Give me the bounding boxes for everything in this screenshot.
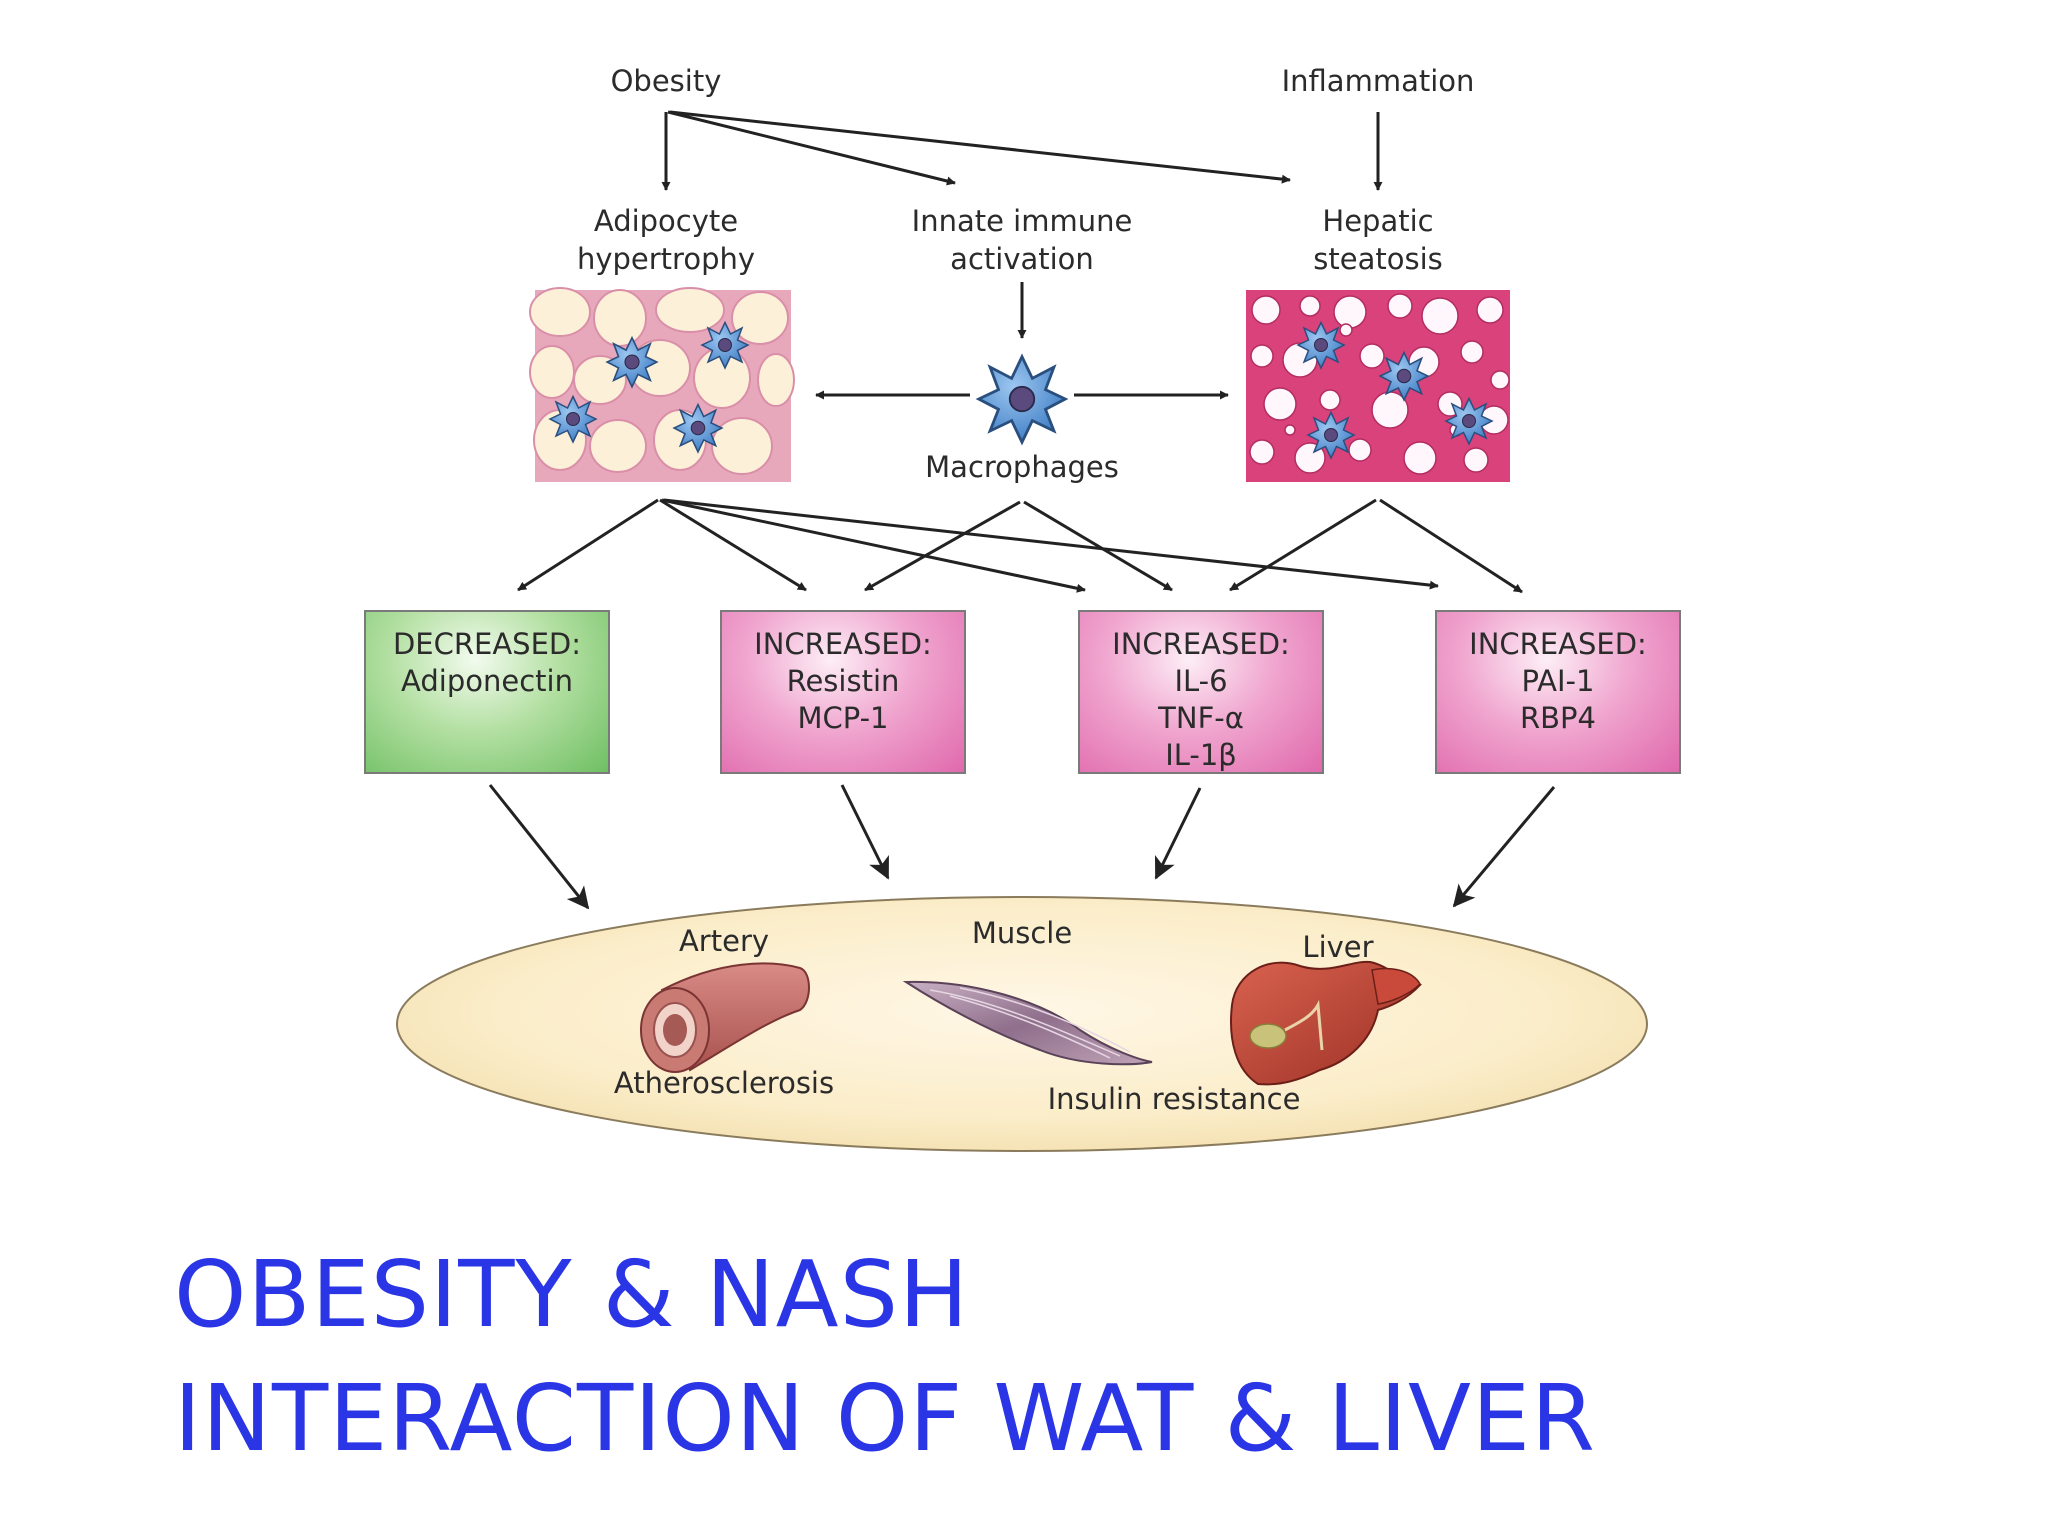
lower-arrows: [488, 784, 1556, 910]
macrophage-icon: [1379, 351, 1429, 401]
artery-label: Artery: [678, 924, 770, 958]
muscle-icon: [902, 980, 1153, 1066]
adipokine-box-decreased: DECREASED: Adiponectin: [364, 610, 610, 774]
adipokine-box-cytokines: INCREASED: IL-6 TNF-α IL-1β: [1078, 610, 1324, 774]
macrophage-icon: [1297, 321, 1345, 369]
liver-icon: [1230, 960, 1423, 1086]
liver-label: Liver: [1302, 930, 1374, 964]
middle-arrows: [517, 498, 1523, 594]
liver-tissue-image: [1246, 290, 1510, 482]
macrophages-label: Macrophages: [925, 450, 1119, 484]
muscle-label: Muscle: [971, 916, 1073, 950]
obesity-label: Obesity: [610, 64, 722, 98]
macrophage-icon: [701, 321, 749, 369]
macrophage-icon: [1307, 411, 1355, 459]
macrophage-icon: [673, 403, 723, 453]
artery-icon: [640, 962, 810, 1073]
macrophage-icon: [549, 395, 597, 443]
macrophage-icon: [606, 336, 658, 388]
macrophage-center-icon: [977, 355, 1067, 444]
slide-title-line1: OBESITY & NASH: [174, 1241, 970, 1348]
top-arrows: [661, 110, 1383, 400]
macrophage-icon: [1445, 397, 1493, 445]
insulin-resistance-label: Insulin resistance: [1047, 1082, 1301, 1116]
adipose-tissue-image: [529, 287, 795, 482]
adipokine-box-pai1-rbp4: INCREASED: PAI-1 RBP4: [1435, 610, 1681, 774]
slide-title-line2: INTERACTION OF WAT & LIVER: [174, 1365, 1596, 1472]
inflammation-label: Inflammation: [1281, 64, 1475, 98]
atherosclerosis-label: Atherosclerosis: [613, 1066, 835, 1100]
adipokine-box-resistin-mcp1: INCREASED: Resistin MCP-1: [720, 610, 966, 774]
